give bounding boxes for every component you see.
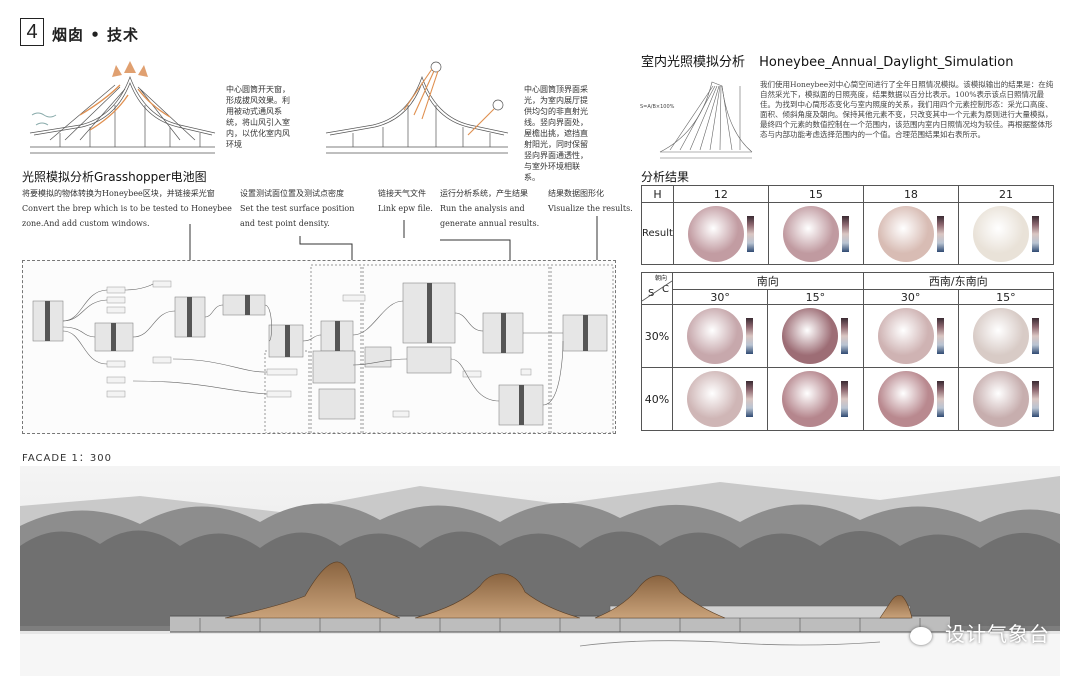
step1-cn: 将要模拟的物体转换为Honeybee区块，并链接采光窗 (22, 189, 215, 198)
daylight-plot-30-1 (687, 308, 744, 364)
step4-cn: 运行分析系统，产生结果 (440, 189, 528, 198)
step4-en: Run the analysis and generate annual res… (440, 204, 540, 228)
color-legend (1031, 318, 1039, 354)
step2-cn: 设置测试面位置及测试点密度 (240, 189, 344, 198)
color-legend (841, 318, 849, 354)
cell-30-1 (671, 304, 769, 368)
cell-40-1 (671, 367, 769, 431)
corner-orientation: 朝向 (655, 275, 668, 282)
orientation-results-table: 朝向 S C 南向 西南/东南向 30° 15° 30° 15° 30% 40% (641, 272, 1055, 431)
h-col-15: 15 (767, 185, 864, 203)
facade-elevation (20, 466, 1060, 676)
light-section-drawing (325, 61, 509, 154)
daylight-plot-h12 (687, 205, 744, 262)
row-30-label: 30% (641, 304, 673, 368)
daylight-plot-40-3 (877, 371, 934, 427)
step5-cn: 结果数据图形化 (548, 189, 604, 198)
skylight-diagram: S=A/B×100% (640, 81, 753, 159)
corner-s: S (648, 288, 655, 299)
step3-cn: 链接天气文件 (378, 189, 426, 198)
daylight-plot-30-2 (782, 308, 839, 364)
wind-section-drawing (29, 61, 216, 154)
height-results-table: H 12 15 18 21 Result (641, 185, 1055, 265)
color-legend (746, 215, 754, 252)
daylight-title: 室内光照模拟分析 Honeybee_Annual_Daylight_Simula… (641, 51, 1013, 70)
angle-col-4: 15° (957, 289, 1055, 305)
step2-label: 设置测试面位置及测试点密度 Set the test surface posit… (240, 186, 370, 231)
cell-40-3 (862, 367, 959, 431)
step3-label: 链接天气文件 Link epw file. (378, 186, 438, 216)
group-south: 南向 (672, 272, 864, 290)
step5-label: 结果数据图形化 Visualize the results. (548, 186, 634, 216)
step1-label: 将要模拟的物体转换为Honeybee区块，并链接采光窗 Convert the … (22, 186, 232, 231)
angle-col-3: 30° (862, 289, 959, 305)
wechat-icon (909, 626, 932, 645)
step5-en: Visualize the results. (548, 204, 633, 213)
section-title: 烟囱 • 技术 (52, 26, 140, 44)
color-legend (1031, 381, 1039, 417)
result-cell-18 (862, 202, 959, 265)
results-title: 分析结果 (641, 170, 690, 184)
daylight-plot-30-3 (877, 308, 934, 364)
h-col-18: 18 (862, 185, 959, 203)
result-cell-21 (957, 202, 1055, 265)
color-legend (746, 318, 754, 354)
result-cell-15 (767, 202, 864, 265)
h-col-21: 21 (957, 185, 1055, 203)
formula-text: S=A/B×100% (640, 104, 675, 110)
step3-en: Link epw file. (378, 204, 433, 213)
grasshopper-graph (32, 264, 614, 434)
facade-label: FACADE 1：300 (22, 453, 112, 464)
angle-col-1: 30° (671, 289, 769, 305)
daylight-plot-40-4 (972, 371, 1029, 427)
gh-leader-lines (189, 216, 598, 262)
cell-30-2 (767, 304, 864, 368)
daylight-plot-40-1 (687, 371, 744, 427)
daylight-intro: 我们使用Honeybee对中心筒空间进行了全年日照情况模拟。该模拟输出的结果是：… (760, 80, 1054, 139)
row-40-label: 40% (641, 367, 673, 431)
grasshopper-canvas (22, 260, 616, 434)
watermark: 设计气象台 (909, 618, 1050, 647)
step4-label: 运行分析系统，产生结果 Run the analysis and generat… (440, 186, 544, 231)
light-note: 中心圆筒顶界面采光，为室内展厅提供均匀的非直射光线。竖向界面处，屋檐出挑，遮挡直… (524, 85, 588, 182)
color-legend (841, 381, 849, 417)
daylight-plot-h15 (782, 205, 839, 262)
step1-en: Convert the brep which is to be tested t… (22, 204, 232, 228)
daylight-plot-30-4 (972, 308, 1029, 364)
color-legend (841, 215, 849, 252)
group-sw-se: 西南/东南向 (862, 272, 1054, 290)
corner-diagonal (642, 280, 672, 302)
h-header: H (641, 185, 674, 203)
daylight-title-en: Honeybee_Annual_Daylight_Simulation (759, 55, 1014, 70)
wind-note: 中心圆筒开天窗，形成拔风效果。利用被动式通风系统，将山风引入室内，以优化室内风环… (226, 85, 290, 149)
step2-en: Set the test surface position and test p… (240, 204, 355, 228)
angle-col-2: 15° (767, 289, 864, 305)
corner-c: C (662, 284, 669, 295)
h-col-12: 12 (672, 185, 769, 203)
color-legend (936, 318, 944, 354)
cell-30-3 (862, 304, 959, 368)
cell-40-2 (767, 367, 864, 431)
color-legend (936, 381, 944, 417)
daylight-title-cn: 室内光照模拟分析 (641, 55, 746, 70)
section-number: 4 (20, 18, 44, 46)
cell-40-4 (957, 367, 1055, 431)
cell-30-4 (957, 304, 1055, 368)
result-cell-12 (672, 202, 769, 265)
grasshopper-title: 光照模拟分析Grasshopper电池图 (22, 170, 207, 184)
color-legend (746, 381, 754, 417)
daylight-plot-h18 (877, 205, 934, 262)
corner-cell: 朝向 S C (641, 272, 673, 305)
color-legend (936, 215, 944, 252)
result-row-label: Result (641, 202, 674, 265)
daylight-plot-40-2 (782, 371, 839, 427)
daylight-plot-h21 (972, 205, 1029, 262)
watermark-text: 设计气象台 (945, 622, 1050, 646)
color-legend (1031, 215, 1039, 252)
